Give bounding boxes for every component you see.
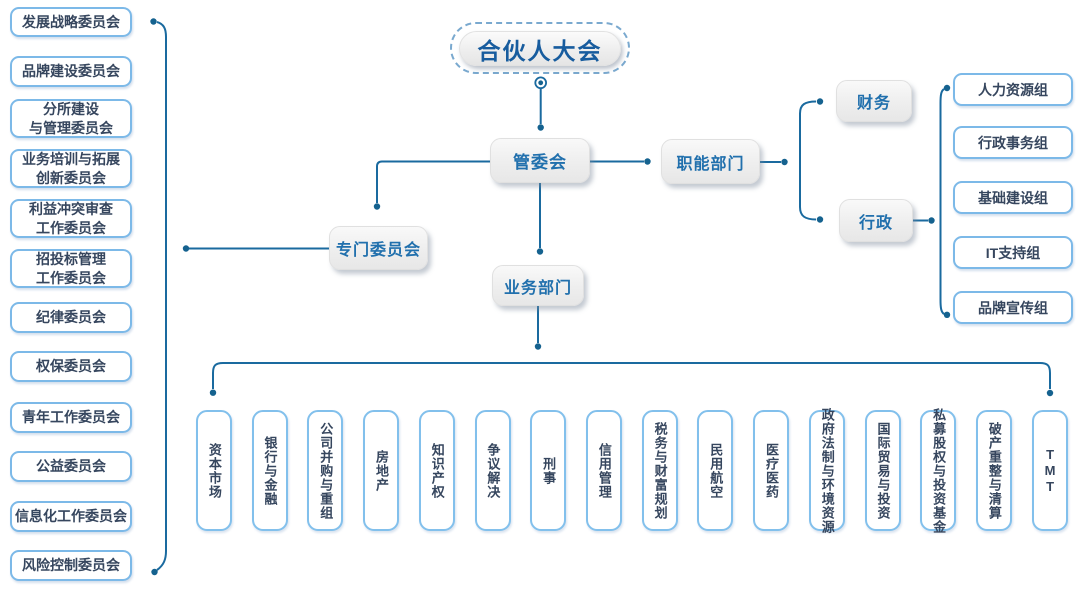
department-label: 民用航空 <box>708 442 724 499</box>
department-box-14: 破产重整与清算 <box>976 410 1013 531</box>
committee-box-3: 业务培训与拓展 创新委员会 <box>10 149 132 188</box>
department-label: 房地产 <box>373 449 389 492</box>
department-box-13: 私募股权与投资基金 <box>920 407 957 534</box>
department-box-9: 民用航空 <box>697 410 734 531</box>
department-box-15: TMT <box>1031 410 1068 531</box>
department-label: 知识产权 <box>429 442 445 499</box>
committee-box-2: 分所建设 与管理委员会 <box>10 99 132 138</box>
department-box-5: 争议解决 <box>474 410 511 531</box>
department-box-12: 国际贸易与投资 <box>864 410 901 531</box>
department-label: 国际贸易与投资 <box>875 421 891 520</box>
admin-group-box-0: 人力资源组 <box>953 73 1073 106</box>
department-label: 税务与财富规划 <box>652 421 668 520</box>
admin-group-box-4: 品牌宣传组 <box>953 291 1073 324</box>
committee-box-0: 发展战略委员会 <box>10 7 132 37</box>
committee-box-7: 权保委员会 <box>10 351 132 382</box>
committee-box-1: 品牌建设委员会 <box>10 56 132 87</box>
department-label: 私募股权与投资基金 <box>931 407 947 534</box>
node-finance: 财务 <box>836 80 912 122</box>
department-label: 信用管理 <box>596 442 612 499</box>
node-business-departments: 业务部门 <box>492 265 584 306</box>
node-functional-departments: 职能部门 <box>661 139 760 184</box>
department-label: 破产重整与清算 <box>986 421 1002 520</box>
committee-box-10: 信息化工作委员会 <box>10 501 132 532</box>
department-box-8: 税务与财富规划 <box>641 410 678 531</box>
department-box-7: 信用管理 <box>586 410 623 531</box>
department-label: 政府法制与环境资源 <box>819 407 835 534</box>
root-node: 合伙人大会 <box>459 31 621 66</box>
committee-box-9: 公益委员会 <box>10 451 132 482</box>
department-box-11: 政府法制与环境资源 <box>808 407 845 534</box>
department-box-4: 知识产权 <box>418 410 455 531</box>
department-label: 银行与金融 <box>262 435 278 506</box>
node-management-committee: 管委会 <box>490 138 590 183</box>
committee-box-6: 纪律委员会 <box>10 302 132 333</box>
admin-group-box-2: 基础建设组 <box>953 181 1073 214</box>
committee-box-8: 青年工作委员会 <box>10 402 132 433</box>
department-box-0: 资本市场 <box>196 410 232 531</box>
department-label: 争议解决 <box>485 442 501 499</box>
department-box-6: 刑事 <box>530 410 567 531</box>
business-department-row: 资本市场 银行与金融 公司并购与重组 房地产 知识产权 争议解决 刑事 信用管理… <box>196 407 1068 534</box>
department-box-2: 公司并购与重组 <box>307 410 344 531</box>
department-label: 公司并购与重组 <box>318 421 334 520</box>
department-label: TMT <box>1042 446 1058 495</box>
committee-box-4: 利益冲突审查 工作委员会 <box>10 199 132 238</box>
committee-box-5: 招投标管理 工作委员会 <box>10 249 132 288</box>
department-box-3: 房地产 <box>363 410 400 531</box>
node-administration: 行政 <box>839 199 913 242</box>
department-label: 医疗医药 <box>764 442 779 499</box>
admin-group-box-3: IT支持组 <box>953 236 1073 269</box>
department-box-10: 医疗医药 <box>753 410 790 531</box>
department-label: 资本市场 <box>206 442 222 499</box>
admin-group-box-1: 行政事务组 <box>953 126 1073 159</box>
node-special-committees: 专门委员会 <box>329 226 428 270</box>
department-label: 刑事 <box>541 456 557 485</box>
department-box-1: 银行与金融 <box>251 410 288 531</box>
committee-box-11: 风险控制委员会 <box>10 550 132 581</box>
